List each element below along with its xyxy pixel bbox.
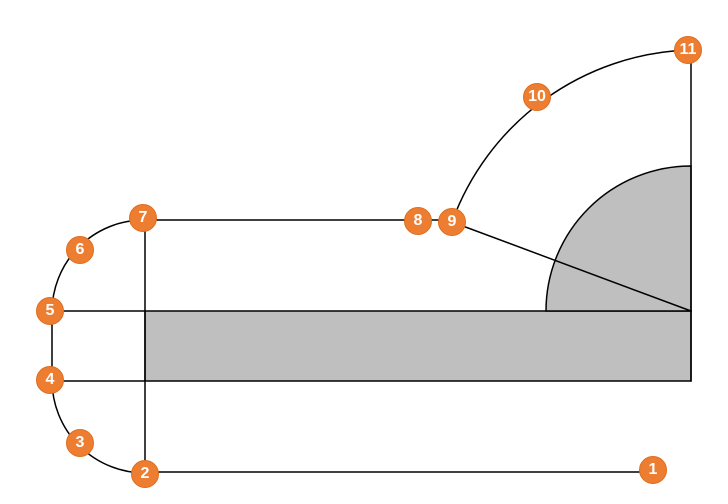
marker-1: 1 — [639, 456, 667, 484]
marker-10: 10 — [523, 83, 551, 111]
marker-11: 11 — [674, 36, 702, 64]
gray-bar-shape — [144, 310, 692, 382]
marker-4: 4 — [36, 366, 64, 394]
marker-9: 9 — [438, 208, 466, 236]
gray-quarter-circle-shape — [545, 165, 692, 312]
marker-2: 2 — [131, 460, 159, 488]
marker-8: 8 — [404, 207, 432, 235]
marker-6: 6 — [66, 236, 94, 264]
left-profile-curve — [51, 219, 146, 474]
marker-3: 3 — [66, 429, 94, 457]
diagonal-line — [451, 221, 692, 312]
marker-5: 5 — [36, 297, 64, 325]
marker-7: 7 — [129, 204, 157, 232]
